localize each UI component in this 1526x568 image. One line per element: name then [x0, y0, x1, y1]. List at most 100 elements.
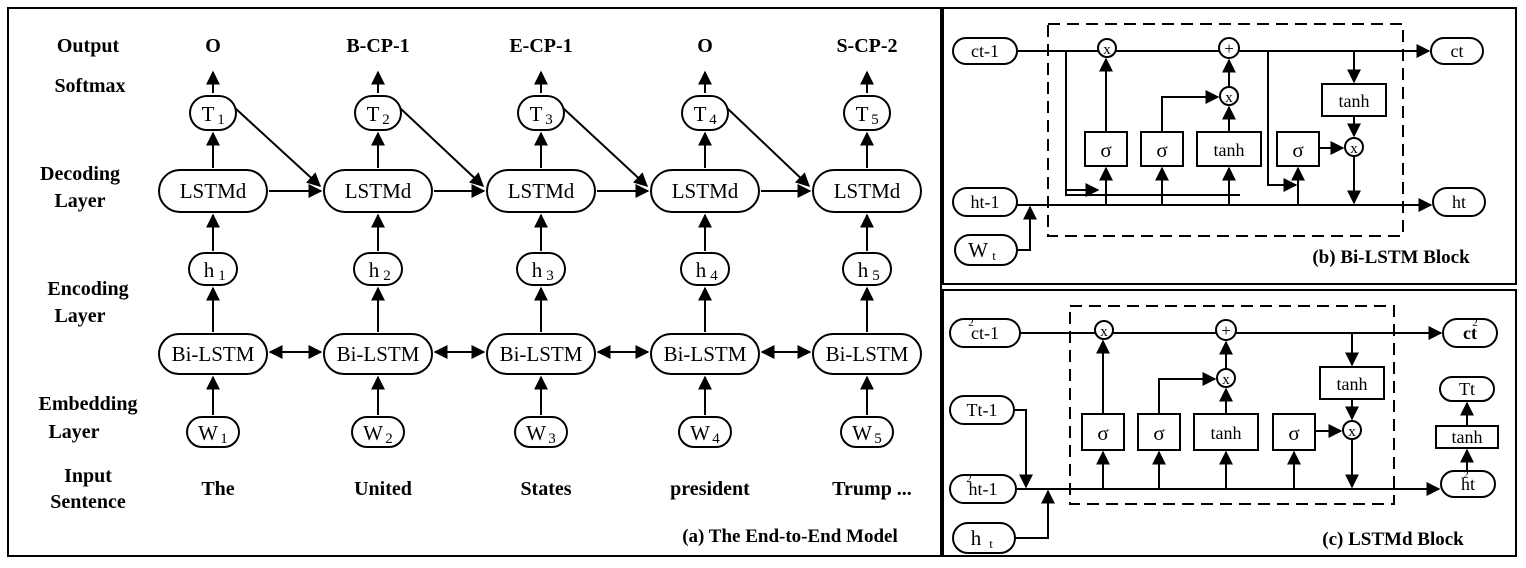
output-multiply-sign: x — [1350, 141, 1358, 157]
embed-node-label-3: W — [526, 421, 546, 445]
decoder-node-2 — [323, 169, 433, 213]
tag-node-label-5: T — [856, 102, 869, 126]
encoder-node-label-4: Bi-LSTM — [664, 342, 747, 366]
output-h2-label: ht — [1461, 474, 1475, 494]
input-to-multiply-c — [1158, 372, 1217, 414]
cell-add-sign-c: + — [1221, 321, 1231, 340]
encoder-node-label-2: Bi-LSTM — [337, 342, 420, 366]
encoder-node-label-3: Bi-LSTM — [500, 342, 583, 366]
row-label-encoding-layer: Layer — [54, 305, 105, 327]
tag-node-label-4: T — [694, 102, 707, 126]
output-tag-3: E-CP-1 — [509, 35, 572, 57]
w-input-line — [1017, 205, 1037, 251]
tag-to-next-decoder-3 — [562, 107, 649, 187]
output-gate-sigma-c: σ — [1288, 421, 1299, 445]
encoder-node-3 — [486, 333, 596, 375]
panel-c-cell-boundary — [1069, 305, 1395, 505]
input-w-label: W — [968, 238, 988, 262]
input-c-prev-label: ct-1 — [971, 41, 999, 61]
tag-to-next-decoder-4 — [726, 107, 811, 187]
embed-node-sub-2: 2 — [385, 431, 393, 447]
forget-multiply-sign-c: x — [1100, 324, 1108, 340]
row-label-encoding: Encoding — [47, 278, 128, 300]
input-word-5: Trump ... — [832, 478, 912, 500]
panel-lstmd-block: ct-1 2 Tt-1 ht-1 2 h t ct 2 Tt tanh ht 2… — [942, 289, 1517, 557]
input-to-multiply — [1161, 90, 1220, 132]
forget-gate-sigma-c: σ — [1097, 421, 1108, 445]
output-gate-sigma: σ — [1292, 138, 1303, 162]
output-T — [1439, 376, 1495, 402]
output-tanh-label: tanh — [1452, 427, 1483, 447]
tag-to-next-decoder-2 — [399, 107, 485, 187]
embed-node-sub-5: 5 — [874, 431, 882, 447]
tag-node-4 — [681, 95, 729, 131]
tag-node-label-3: T — [530, 102, 543, 126]
embed-node-label-5: W — [852, 421, 872, 445]
output-h — [1432, 187, 1486, 217]
tag-node-sub-3: 3 — [545, 112, 553, 128]
output-c2-sup: 2 — [1472, 317, 1478, 329]
input-h2-prev-label: ht-1 — [969, 479, 998, 499]
panel-c-caption: (c) LSTMd Block — [1322, 529, 1464, 550]
candidate-box-c — [1193, 413, 1259, 451]
output-h-label: ht — [1452, 192, 1466, 212]
hidden-node-sub-2: 2 — [383, 268, 391, 284]
cell-feed-line — [1065, 51, 1240, 196]
forget-multiply-c — [1094, 320, 1114, 340]
output-multiply-sign-c: x — [1348, 424, 1356, 440]
cell-tanh-label-c: tanh — [1337, 374, 1368, 394]
cell-tanh-box-c — [1319, 366, 1385, 400]
input-h2-prev-sup: 2 — [966, 473, 972, 485]
decoder-node-label-2: LSTMd — [345, 179, 412, 203]
embed-node-1 — [186, 416, 240, 448]
decoder-node-4 — [650, 169, 760, 213]
hidden-node-label-5: h — [858, 258, 869, 282]
panel-c-border — [942, 289, 1517, 557]
input-word-2: United — [354, 478, 412, 500]
decoder-node-label-1: LSTMd — [180, 179, 247, 203]
embed-node-4 — [678, 416, 732, 448]
tag-node-sub-1: 1 — [217, 112, 225, 128]
hidden-node-label-1: h — [204, 258, 215, 282]
input-word-1: The — [201, 478, 234, 500]
hidden-node-sub-3: 3 — [546, 268, 554, 284]
embed-node-sub-3: 3 — [548, 431, 556, 447]
tag-node-sub-5: 5 — [871, 112, 879, 128]
cell-tanh-label: tanh — [1339, 91, 1370, 111]
tag-node-5 — [843, 95, 891, 131]
hidden-node-sub-4: 4 — [710, 268, 718, 284]
input-ht-label: h — [971, 526, 982, 550]
input-c2-prev-sup: 2 — [968, 317, 974, 329]
encoder-node-1 — [158, 333, 268, 375]
embed-node-sub-1: 1 — [220, 431, 228, 447]
encoder-node-2 — [323, 333, 433, 375]
hidden-node-4 — [680, 252, 730, 286]
input-multiply-sign: x — [1225, 90, 1233, 106]
hidden-node-label-2: h — [369, 258, 380, 282]
input-c2-prev-label: ct-1 — [971, 323, 999, 343]
row-label-embedding: Embedding — [39, 393, 138, 415]
decoder-node-1 — [158, 169, 268, 213]
cell-tanh-box — [1321, 83, 1387, 117]
output-tag-2: B-CP-1 — [346, 35, 409, 57]
tag-node-sub-4: 4 — [709, 112, 717, 128]
output-c-label: ct — [1451, 41, 1464, 61]
forget-multiply-sign: x — [1103, 42, 1111, 58]
output-gate-box — [1276, 131, 1320, 167]
hidden-node-sub-5: 5 — [872, 268, 880, 284]
forget-gate-box — [1084, 131, 1128, 167]
input-h-prev-label: ht-1 — [971, 192, 1000, 212]
panel-a-caption: (a) The End-to-End Model — [682, 526, 898, 547]
panel-b-caption: (b) Bi-LSTM Block — [1312, 247, 1470, 268]
hidden-node-2 — [353, 252, 403, 286]
decoder-node-3 — [486, 169, 596, 213]
embed-node-label-1: W — [198, 421, 218, 445]
output-tag-1: O — [205, 35, 221, 57]
embed-node-2 — [351, 416, 405, 448]
forget-gate-sigma: σ — [1100, 138, 1111, 162]
T-prev-line — [1014, 409, 1033, 489]
cell-add — [1218, 37, 1240, 59]
decoder-node-label-4: LSTMd — [672, 179, 739, 203]
encoder-node-4 — [650, 333, 760, 375]
